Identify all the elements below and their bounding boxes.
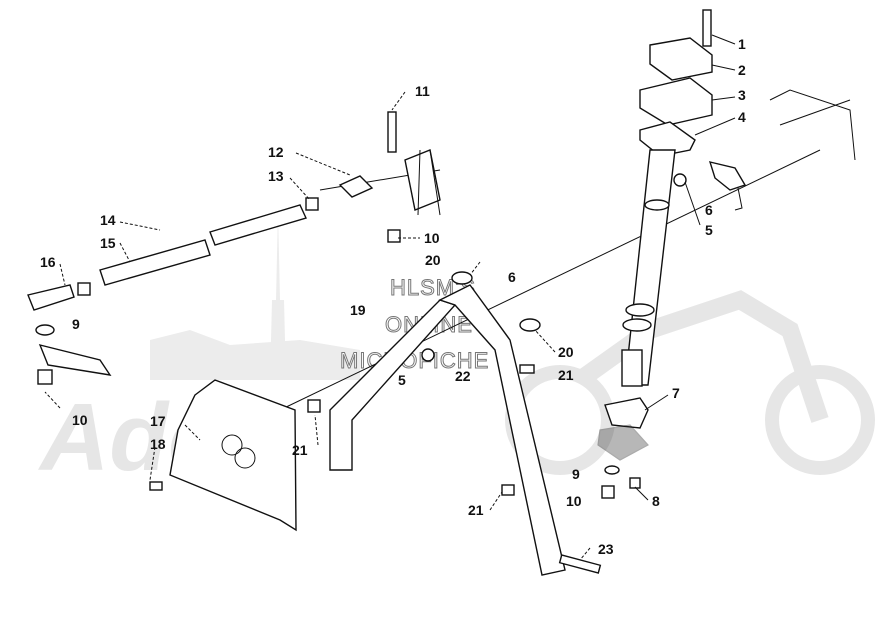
long-bolt [779,99,851,126]
bolt-part-1 [702,9,712,47]
callout-21-left: 21 [292,442,308,458]
callout-9-left: 9 [72,316,80,332]
tie-rod-sleeve-14 [209,204,307,246]
watermark-buildings [150,330,360,380]
spindle-arm-left [38,343,112,376]
washer-part-9-left [35,324,55,336]
bushing-part-5 [673,173,687,187]
jam-nut-16 [77,282,91,296]
tie-rod-sleeve-15 [99,239,211,286]
steering-arm-base [597,424,649,461]
jam-nut-13 [305,197,319,211]
bracket-part-6 [708,161,747,191]
panel-assembly [149,379,297,532]
watermark-spire [270,210,286,380]
watermark-wheel-front [765,365,875,475]
steering-plate [639,121,696,157]
callout-9-right: 9 [572,466,580,482]
leader-lines [44,34,743,561]
callout-15: 15 [100,235,116,251]
callout-14: 14 [100,212,116,228]
spindle-bracket [404,149,441,211]
spindle-arm [417,149,441,216]
callout-23: 23 [598,541,614,557]
callout-18: 18 [150,436,166,452]
tie-rod-assembly [27,111,441,385]
callout-21-bottom: 21 [468,502,484,518]
post-collar-lower [625,303,655,317]
fastener-21-left [307,399,321,413]
callout-22: 22 [455,368,471,384]
panel-hole-2 [234,447,256,469]
callout-6-middle: 6 [508,269,516,285]
nut-part-10-right [601,485,615,499]
callout-10-upper: 10 [424,230,440,246]
callout-11: 11 [415,83,430,99]
callout-5-middle: 5 [398,372,406,388]
clamp-part-20-upper [451,271,473,285]
callout-10-right: 10 [566,493,582,509]
callout-numbers: 1 2 3 4 6 5 7 9 10 8 11 12 13 14 15 16 1… [40,36,746,557]
callout-20-right: 20 [558,344,574,360]
callout-4: 4 [738,109,746,125]
bushing-part-22 [421,348,435,362]
callout-5-right: 5 [705,222,713,238]
support-right-leg [438,284,566,576]
callout-16: 16 [40,254,56,270]
post-bottom-sleeve [621,349,643,387]
post-collar-upper [644,199,670,211]
callout-21-right: 21 [558,367,574,383]
tie-rod-end-12 [338,175,374,198]
callout-12: 12 [268,144,284,160]
callout-19: 19 [350,302,366,318]
callout-10-left: 10 [72,412,88,428]
handlebar-block-lower [639,77,713,126]
callout-2: 2 [738,62,746,78]
callout-8: 8 [652,493,660,509]
callout-13: 13 [268,168,284,184]
callout-7: 7 [672,385,680,401]
watermark-line-3: MICROFICHE [340,348,489,373]
callout-17: 17 [150,413,166,429]
steering-post-assembly [597,9,856,499]
watermark-bike-frame [574,290,829,423]
callout-1: 1 [738,36,746,52]
panel-hole-1 [221,434,243,456]
fastener-21-bottom [501,484,515,496]
post-collar-lower-2 [622,318,652,332]
frame-edge [769,89,856,161]
callout-20-upper: 20 [425,252,441,268]
steering-support-frame [307,271,602,576]
callout-3: 3 [738,87,746,103]
bolt-part-11 [387,111,397,153]
steering-arm [604,397,649,429]
clamp-part-20-right [519,318,541,332]
assembly-line [279,149,821,411]
bolt-part-23 [558,554,602,574]
handlebar-block-upper [649,37,713,81]
screw-part-18 [149,481,163,491]
nut-part-10-left [37,369,53,385]
tie-rod-end-left [27,284,75,311]
callout-6-right: 6 [705,202,713,218]
nut-part-10-upper [387,229,401,243]
washer-part-9-right [604,465,620,475]
watermark-line-1: HLSM'S [390,275,476,300]
nut-part-8 [629,477,641,489]
fastener-21-right [519,364,535,374]
